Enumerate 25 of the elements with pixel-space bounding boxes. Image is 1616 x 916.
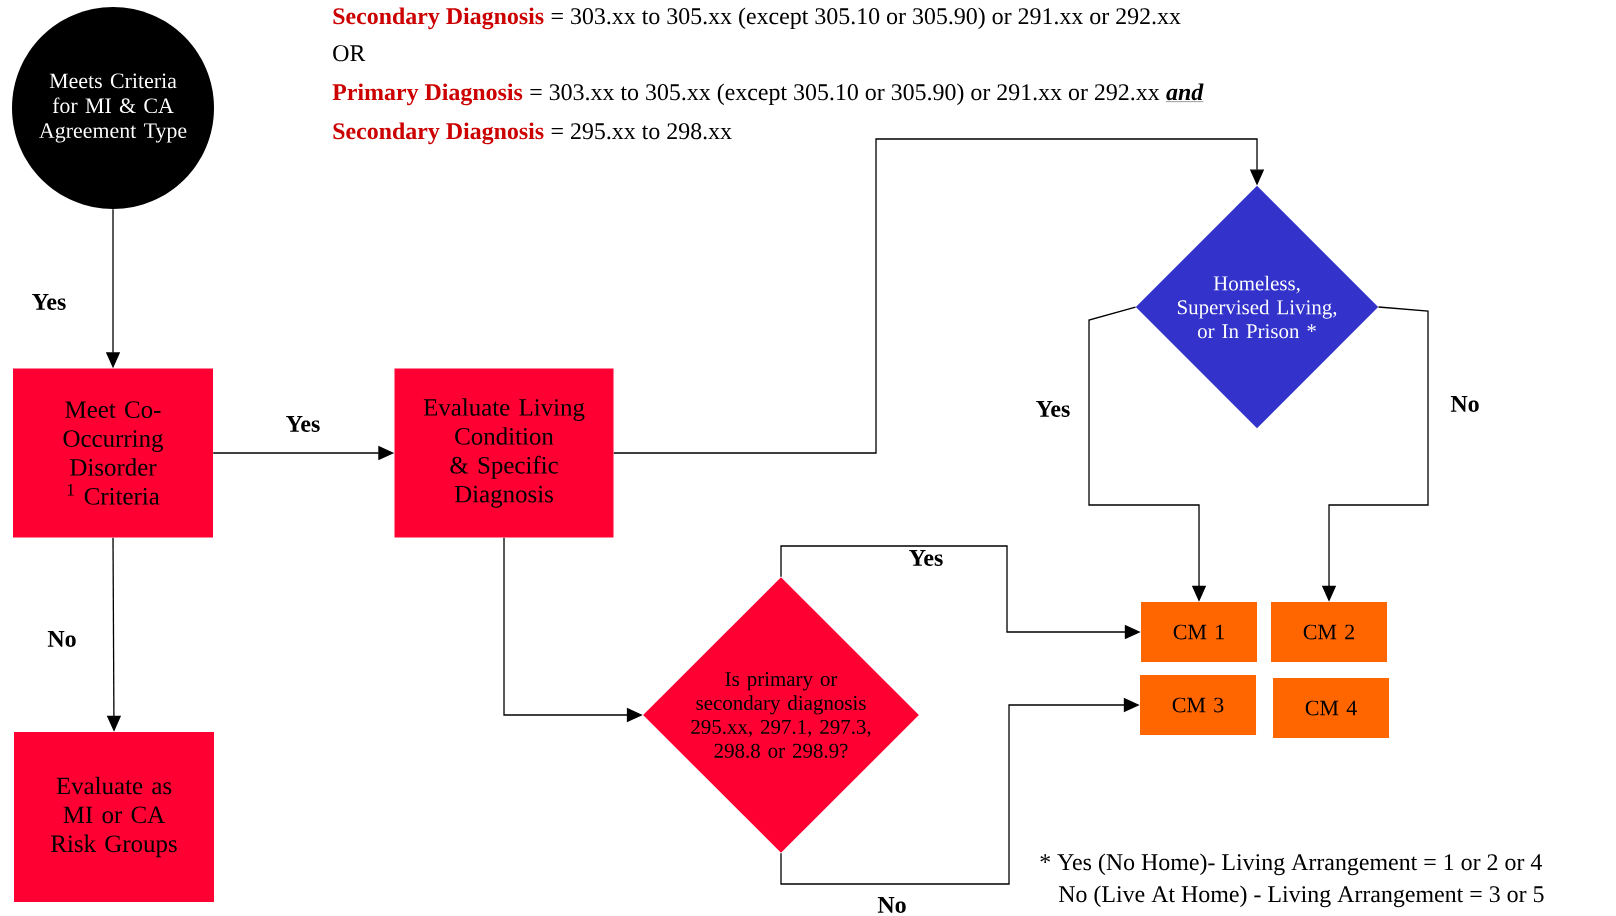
note-text: = 303.xx to 305.xx (except 305.10 or 305.90) or 291.xx or 292.xx	[551, 7, 1181, 30]
note-text: * Yes (No Home)- Living Arrangement = 1 or 2 or 4	[1040, 853, 1542, 876]
diagnosis-term: Secondary Diagnosis	[333, 7, 544, 30]
edge-label: Yes	[1036, 401, 1070, 417]
edge-label: No	[47, 631, 76, 647]
outcome-box: CM 1	[1141, 602, 1257, 662]
edge-label: No	[1450, 396, 1479, 412]
note-text: = 303.xx to 305.xx (except 305.10 or 305.90) or 291.xx or 292.xx	[530, 83, 1160, 106]
process-box: Meet Co-Occurring Disorder $^{1}$ Criteria	[13, 368, 213, 538]
outcome-box: CM 3	[1140, 675, 1256, 735]
diagnosis-term: Primary Diagnosis	[332, 83, 523, 106]
note-text: OR	[333, 45, 366, 62]
note-text: = 295.xx to 298.xx	[551, 123, 732, 140]
edge-label: Yes	[32, 294, 66, 310]
edge-label: Yes	[286, 416, 320, 432]
note-text: No (Live At Home) - Living Arrangement = 3 or 5	[1058, 885, 1544, 908]
process-box: Evaluate Living Condition & Specific Diagnosis	[394, 368, 614, 538]
conjunction-word: and	[1165, 83, 1204, 102]
edge-label: No	[877, 897, 906, 913]
arrow	[613, 138, 1265, 454]
outcome-box: CM 2	[1271, 602, 1387, 662]
edge-label: Yes	[909, 550, 943, 566]
outcome-box: CM 4	[1273, 678, 1389, 738]
process-box: Evaluate as MI or CA Risk Groups	[14, 732, 214, 902]
diagnosis-term: Secondary Diagnosis	[333, 122, 544, 145]
